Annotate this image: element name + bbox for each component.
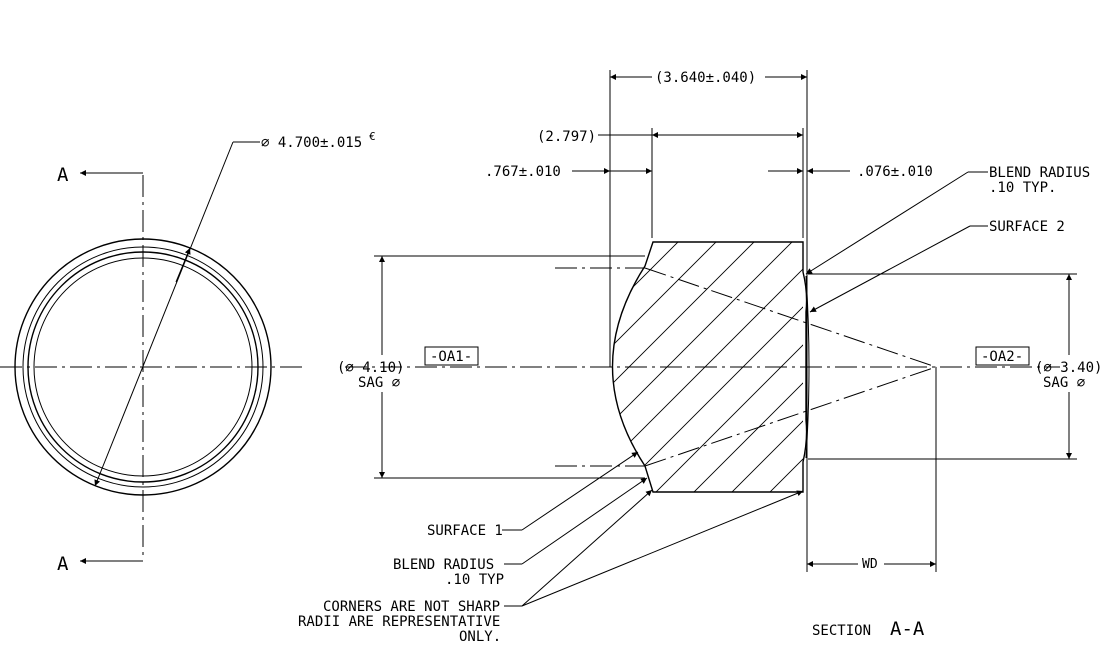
section-mark-bottom: A xyxy=(57,553,69,575)
section-mark-top: A xyxy=(57,164,69,186)
hatch-line xyxy=(612,242,691,492)
dim-sag-right-value: (⌀ 3.40) xyxy=(1035,360,1102,376)
callout-surface-2: SURFACE 2 xyxy=(989,219,1065,235)
callout-blend-radius-left-line2: .10 TYP xyxy=(445,572,504,588)
section-title-word: SECTION xyxy=(812,623,871,639)
hatch-line xyxy=(612,242,767,492)
callout-surface-1-leader xyxy=(521,451,639,531)
dim-working-distance: WD xyxy=(862,557,878,572)
callout-blend-right-leader xyxy=(805,171,969,275)
section-title-letters: A-A xyxy=(890,618,925,640)
hatch-line xyxy=(647,242,803,492)
dim-sag-left-value: (⌀ 4.10) xyxy=(337,360,404,376)
callout-surface-1: SURFACE 1 xyxy=(427,523,503,539)
hatch-line xyxy=(612,242,803,492)
datum-right: -OA2- xyxy=(981,349,1023,365)
callout-surface-2-leader xyxy=(809,225,971,313)
callout-corners-line2: RADII ARE REPRESENTATIVE xyxy=(298,614,500,630)
callout-blend-left-leader xyxy=(521,477,648,565)
hatch-line xyxy=(612,242,729,492)
lens-section-outline xyxy=(611,241,808,493)
dim-overall-length: (3.640±.040) xyxy=(655,70,756,86)
construction-ray-upper xyxy=(644,267,937,368)
dim-sag-left-label: SAG ⌀ xyxy=(358,375,401,391)
dim-right-step: .076±.010 xyxy=(857,164,933,180)
front-view: A A ⌀ 4.700±.015 € xyxy=(0,130,376,575)
callout-corners-line3: ONLY. xyxy=(459,629,501,645)
callout-corners-leader-left xyxy=(521,489,653,607)
construction-ray-lower xyxy=(644,366,937,467)
datum-left-box xyxy=(424,346,479,366)
callout-blend-radius-right-line1: BLEND RADIUS xyxy=(989,165,1090,181)
section-view: (3.640±.040) (2.797) .767±.010 .076±.010… xyxy=(298,70,1102,645)
hatch-line xyxy=(612,242,803,492)
dim-left-step: .767±.010 xyxy=(485,164,561,180)
callout-corners-line1: CORNERS ARE NOT SHARP xyxy=(323,599,500,615)
callout-blend-radius-right-line2: .10 TYP. xyxy=(989,180,1056,196)
dim-sag-right-label: SAG ⌀ xyxy=(1043,375,1086,391)
hatch-line xyxy=(723,242,803,492)
callout-blend-radius-left-line1: BLEND RADIUS xyxy=(393,557,494,573)
diameter-label: ⌀ 4.700±.015 xyxy=(261,135,362,151)
diameter-arrow-upper xyxy=(175,247,191,283)
diameter-mark: € xyxy=(369,130,376,143)
diameter-leader xyxy=(94,141,234,487)
dim-ref-length: (2.797) xyxy=(537,129,596,145)
hatch-line xyxy=(612,242,653,492)
hatch-line xyxy=(685,242,803,492)
datum-left: -OA1- xyxy=(430,349,472,365)
datum-right-box xyxy=(975,346,1030,366)
callout-corners-leader-right xyxy=(521,490,804,607)
